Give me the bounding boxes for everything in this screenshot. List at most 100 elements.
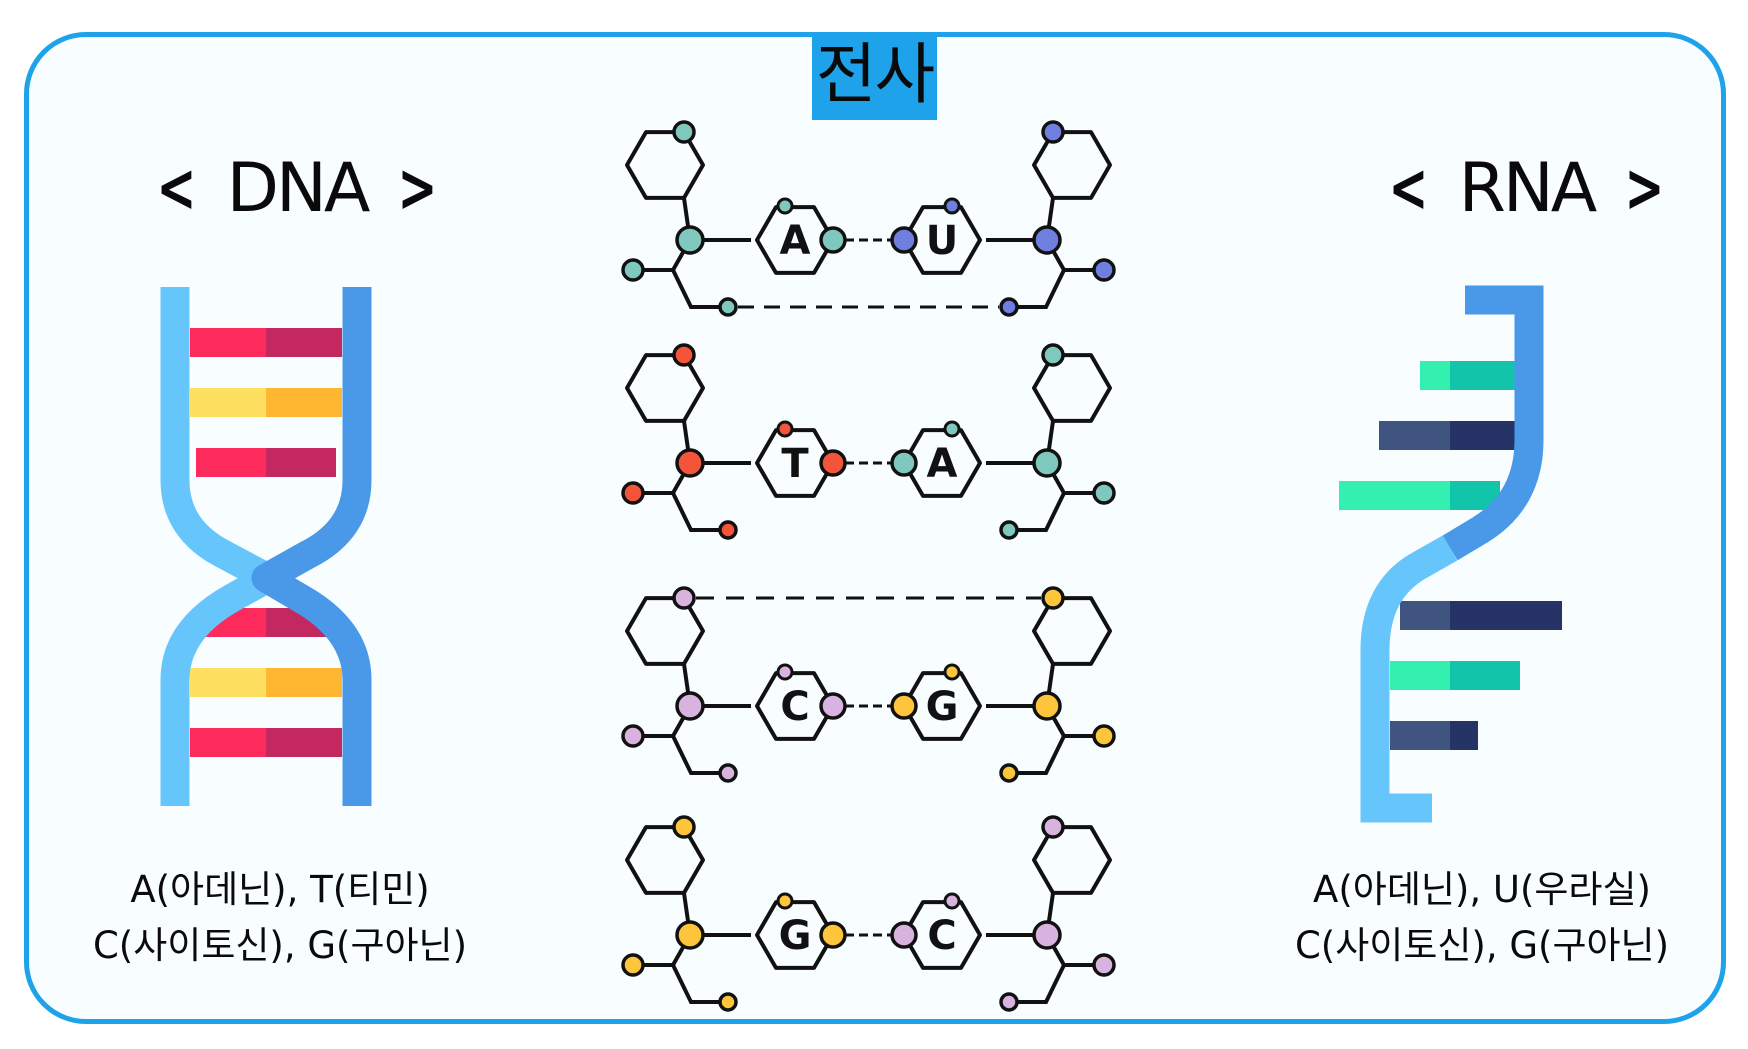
rna-heading-close-bracket: > [1624,149,1665,228]
left-nucleotide-base-ring [755,900,835,970]
right-nucleotide-atom [943,892,961,910]
right-nucleotide-bond [1009,492,1066,532]
left-nucleotide-atom [675,920,705,950]
rna-heading-label: RNA [1458,149,1598,228]
title-text: 전사 [815,36,935,113]
dna-bases-legend: A(아데닌), T(티민) C(사이토신), G(구아닌) [80,862,480,974]
rna-rung-4-left [1400,601,1450,630]
dna-rung-6-left [190,728,266,757]
left-nucleotide-atom [672,586,696,610]
right-nucleotide-atom [943,663,961,681]
dna-rung-5-right [266,668,342,697]
right-nucleotide-atom [1092,953,1116,977]
left-nucleotide-atom [776,892,794,910]
dna-legend-line-1: A(아데닌), T(티민) [130,868,430,911]
right-nucleotide-atom [1032,920,1062,950]
right-nucleotide-atom [1032,691,1062,721]
right-nucleotide-sugar-ring [1032,353,1112,423]
left-nucleotide-atom [621,258,645,282]
left-nucleotide-atom [819,449,847,477]
rna-rung-5-right [1450,661,1520,690]
dna-heading-close-bracket: > [397,149,438,228]
right-nucleotide-atom [999,297,1019,317]
dna-rung-1-left [190,328,266,357]
left-nucleotide-base-letter: C [780,684,809,730]
right-nucleotide-atom [890,692,918,720]
right-nucleotide-atom [1041,586,1065,610]
left-nucleotide-atom [675,225,705,255]
right-nucleotide-bond [1009,964,1066,1004]
left-nucleotide-base-letter: G [779,913,812,959]
left-nucleotide-atom [776,420,794,438]
right-nucleotide-atom [999,520,1019,540]
right-nucleotide-atom [890,449,918,477]
rna-heading: < RNA > [1380,155,1673,223]
left-nucleotide-bond [671,492,728,532]
left-nucleotide-base-ring [755,428,835,498]
right-nucleotide-atom [999,992,1019,1012]
right-nucleotide-atom [943,420,961,438]
left-nucleotide-atom [672,815,696,839]
left-nucleotide-base-letter: T [781,441,809,487]
left-nucleotide-atom [718,297,738,317]
left-nucleotide-base-ring [755,205,835,275]
right-nucleotide-base-letter: C [927,913,956,959]
rna-bases-legend: A(아데닌), U(우라실) C(사이토신), G(구아닌) [1272,862,1692,974]
left-nucleotide-bond [671,735,728,775]
dna-legend-line-2: C(사이토신), G(구아닌) [92,924,468,967]
left-nucleotide-atom [776,197,794,215]
left-nucleotide-atom [672,343,696,367]
rna-heading-open-bracket: < [1388,149,1429,228]
left-nucleotide-bond [671,964,728,1004]
rna-rung-4-right [1450,601,1562,630]
rna-rung-2-left [1379,421,1450,450]
rna-strand-top [1442,285,1544,561]
right-nucleotide-atom [1092,724,1116,748]
right-nucleotide-atom [943,197,961,215]
dna-rung-2-right [266,388,342,417]
dna-heading-open-bracket: < [156,149,197,228]
right-nucleotide-atom [1041,815,1065,839]
dna-strand-right [251,287,372,806]
left-nucleotide-atom [621,953,645,977]
right-nucleotide-sugar-ring [1032,825,1112,895]
rna-rung-6-left [1390,721,1450,750]
left-nucleotide-atom [621,724,645,748]
dna-heading: < DNA > [148,155,446,223]
rna-legend-line-1: A(아데닌), U(우라실) [1313,868,1651,911]
right-nucleotide-base-letter: A [927,441,958,487]
left-nucleotide-sugar-ring [625,353,705,423]
left-nucleotide-sugar-ring [625,596,705,666]
left-nucleotide-atom [819,692,847,720]
right-nucleotide-bond [1009,269,1066,309]
right-nucleotide-atom [1041,120,1065,144]
left-nucleotide-atom [718,520,738,540]
right-nucleotide-bond [1009,735,1066,775]
dna-rung-3-left [196,448,266,477]
rna-rung-3-left [1339,481,1450,510]
left-nucleotide-atom [819,921,847,949]
dna-heading-label: DNA [226,149,371,228]
right-nucleotide-atom [890,921,918,949]
right-nucleotide-atom [1092,258,1116,282]
rna-legend-line-2: C(사이토신), G(구아닌) [1294,924,1670,967]
rna-rung-1-right [1450,361,1515,390]
left-nucleotide-atom [675,691,705,721]
left-nucleotide-atom [675,448,705,478]
right-nucleotide-atom [1032,448,1062,478]
dna-rung-5-left [190,668,266,697]
left-nucleotide-atom [819,226,847,254]
right-nucleotide-atom [1041,343,1065,367]
rna-rung-6-right [1450,721,1478,750]
rna-rung-1-left [1420,361,1450,390]
left-nucleotide-atom [621,481,645,505]
right-nucleotide-sugar-ring [1032,596,1112,666]
left-nucleotide-base-letter: A [780,218,811,264]
left-nucleotide-atom [672,120,696,144]
